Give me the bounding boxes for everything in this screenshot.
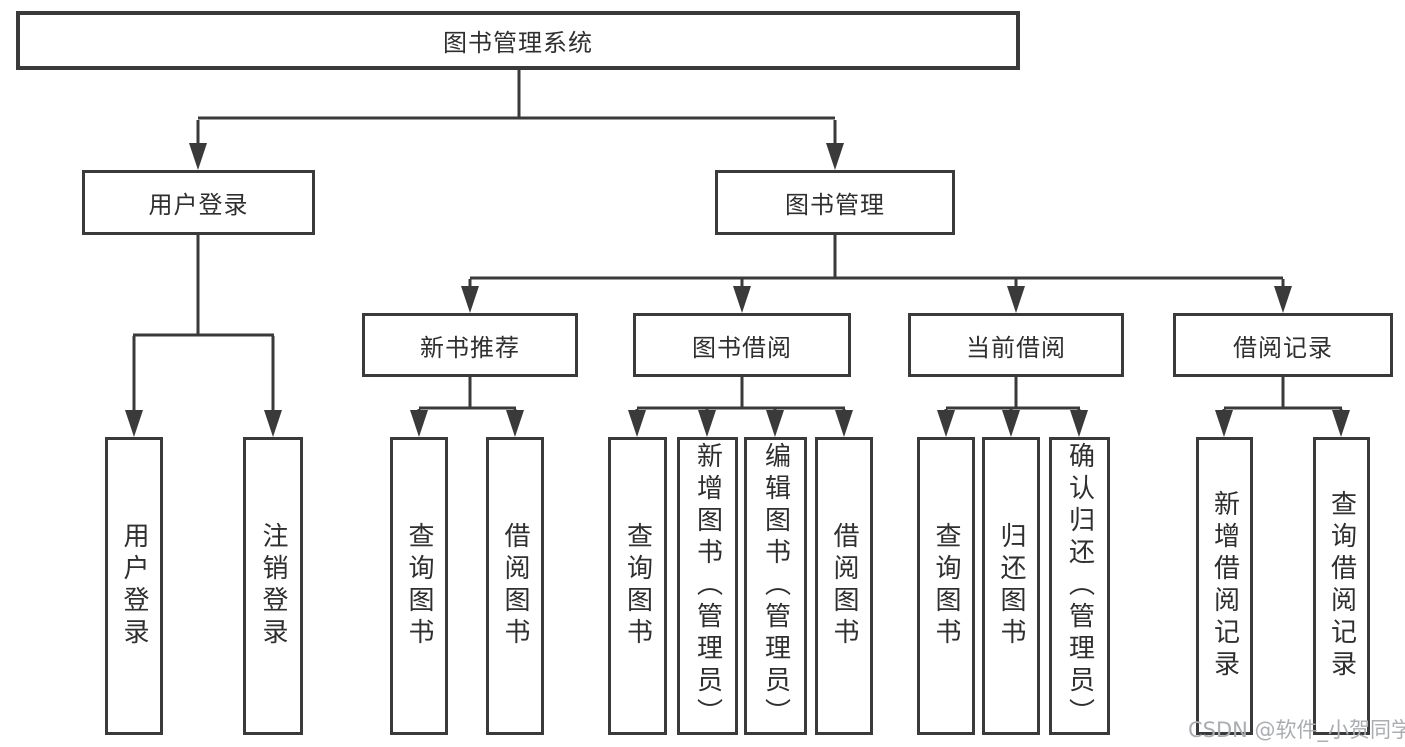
leaf-query-books-1: 查询图书: [390, 437, 448, 735]
leaf-add-book-admin: 新增图书（管理员）: [677, 437, 738, 735]
node-borrowing-records: 借阅记录: [1173, 313, 1393, 377]
leaf-query-borrow-record: 查询借阅记录: [1313, 437, 1370, 735]
leaf-query-books-1-label: 查询图书: [404, 522, 434, 650]
leaf-return-books: 归还图书: [982, 437, 1040, 735]
leaf-user-login-label: 用户登录: [119, 522, 149, 650]
leaf-edit-book-admin-label: 编辑图书（管理员）: [760, 442, 791, 730]
node-new-book-recommend: 新书推荐: [362, 313, 578, 377]
leaf-add-borrow-record-label: 新增借阅记录: [1209, 490, 1240, 682]
leaf-return-books-label: 归还图书: [996, 522, 1026, 650]
leaf-query-books-3-label: 查询图书: [931, 522, 961, 650]
leaf-query-books-3: 查询图书: [917, 437, 975, 735]
leaf-borrow-books-2-label: 借阅图书: [829, 522, 859, 650]
leaf-user-login: 用户登录: [105, 437, 163, 735]
leaf-borrow-books-2: 借阅图书: [815, 437, 873, 735]
leaf-confirm-return-admin: 确认归还（管理员）: [1049, 437, 1110, 735]
leaf-edit-book-admin: 编辑图书（管理员）: [744, 437, 807, 735]
leaf-query-books-2: 查询图书: [608, 437, 667, 735]
leaf-add-book-admin-label: 新增图书（管理员）: [692, 442, 723, 730]
connector-arrowheads: [125, 143, 1350, 437]
node-root-system: 图书管理系统: [16, 11, 1020, 70]
csdn-watermark: CSDN @软件_小贺同学: [1188, 718, 1405, 742]
leaf-query-books-2-label: 查询图书: [622, 522, 653, 650]
leaf-query-borrow-record-label: 查询借阅记录: [1326, 490, 1357, 682]
leaf-logout: 注销登录: [243, 437, 303, 735]
node-current-borrowing: 当前借阅: [908, 313, 1124, 377]
leaf-add-borrow-record: 新增借阅记录: [1196, 437, 1253, 735]
leaf-logout-label: 注销登录: [258, 522, 288, 650]
node-book-management: 图书管理: [715, 170, 955, 235]
node-book-borrowing: 图书借阅: [633, 313, 851, 377]
leaf-confirm-return-admin-label: 确认归还（管理员）: [1064, 442, 1095, 730]
leaf-borrow-books-1-label: 借阅图书: [500, 522, 530, 650]
leaf-borrow-books-1: 借阅图书: [486, 437, 544, 735]
node-user-login: 用户登录: [82, 170, 315, 235]
